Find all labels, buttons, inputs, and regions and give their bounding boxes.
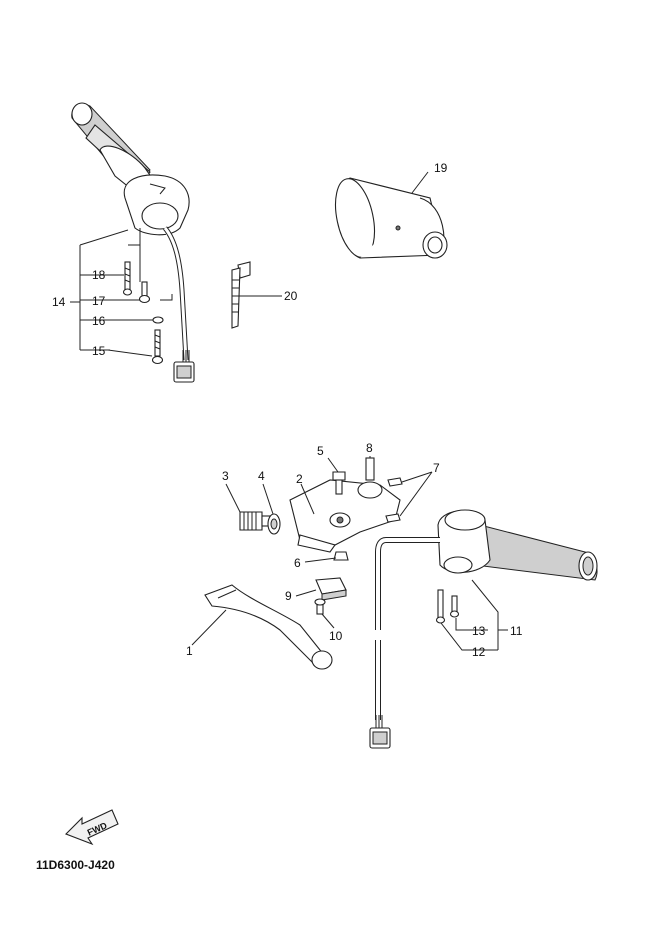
washer-16 bbox=[152, 316, 164, 324]
callout-15: 15 bbox=[92, 344, 106, 358]
callout-12: 12 bbox=[472, 645, 486, 659]
callout-4: 4 bbox=[258, 469, 265, 483]
screws-7 bbox=[385, 477, 403, 523]
screw-18 bbox=[122, 261, 133, 296]
adjuster-bolt-3 bbox=[239, 511, 273, 531]
callout-17: 17 bbox=[92, 294, 106, 308]
callout-8: 8 bbox=[366, 441, 373, 455]
bolt-5 bbox=[332, 471, 346, 495]
clutch-lever-holder-2 bbox=[289, 479, 401, 553]
callout-19: 19 bbox=[434, 161, 448, 175]
callout-20: 20 bbox=[284, 289, 298, 303]
locknut-4 bbox=[267, 513, 281, 535]
left-handlebar-switch-assembly bbox=[70, 102, 195, 383]
right-handlebar-switch-assembly bbox=[369, 509, 598, 749]
screw-10 bbox=[314, 598, 326, 615]
callout-9: 9 bbox=[285, 589, 292, 603]
grip-19 bbox=[334, 171, 448, 259]
clutch-switch-9 bbox=[315, 577, 347, 601]
callout-1: 1 bbox=[186, 644, 193, 658]
clutch-lever-1 bbox=[204, 584, 333, 670]
callout-18: 18 bbox=[92, 268, 106, 282]
leader-lines bbox=[191, 456, 433, 646]
nut-6 bbox=[333, 551, 349, 561]
callout-11: 11 bbox=[510, 624, 523, 638]
callout-16: 16 bbox=[92, 314, 106, 328]
diagram-code: 11D6300-J420 bbox=[36, 858, 115, 872]
screw-15 bbox=[151, 329, 164, 365]
callout-10: 10 bbox=[329, 629, 343, 643]
callout-2: 2 bbox=[296, 472, 303, 486]
callout-7: 7 bbox=[433, 461, 440, 475]
callout-13: 13 bbox=[472, 624, 486, 638]
callout-6: 6 bbox=[294, 556, 301, 570]
screw-17 bbox=[138, 281, 151, 304]
callout-14: 14 bbox=[52, 295, 66, 309]
callout-5: 5 bbox=[317, 444, 324, 458]
bolt-8 bbox=[365, 457, 375, 481]
fwd-arrow-icon: FWD bbox=[65, 809, 119, 846]
callout-3: 3 bbox=[222, 469, 229, 483]
cable-tie-20 bbox=[231, 261, 282, 329]
